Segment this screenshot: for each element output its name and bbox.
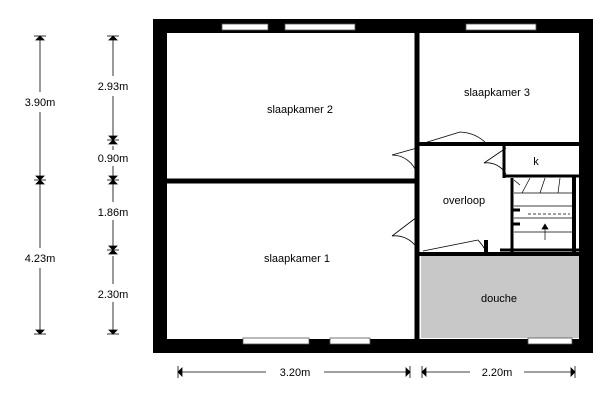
dim-bottom-1: 3.20m	[280, 367, 311, 379]
dimension-left-outer	[34, 35, 46, 335]
dim-bottom-2: 2.20m	[482, 367, 513, 379]
staircase	[512, 177, 572, 240]
room-label-bedroom3: slaapkamer 3	[464, 87, 530, 99]
dim-left-inner-3: 1.86m	[98, 207, 129, 219]
interior-walls	[167, 32, 580, 340]
shower-floor	[421, 254, 579, 338]
dim-left-outer-2: 4.23m	[25, 253, 56, 265]
dim-left-inner-1: 2.93m	[98, 81, 129, 93]
dimension-left-inner	[107, 35, 119, 335]
room-label-closet: k	[533, 156, 539, 168]
outer-walls	[153, 19, 593, 353]
room-label-landing: overloop	[443, 195, 485, 207]
doors	[391, 131, 507, 252]
room-label-shower: douche	[481, 293, 517, 305]
windows	[221, 23, 573, 345]
room-label-bedroom1: slaapkamer 1	[264, 253, 330, 265]
room-label-bedroom2: slaapkamer 2	[267, 104, 333, 116]
dim-left-outer-1: 3.90m	[25, 97, 56, 109]
dim-left-inner-2: 0.90m	[98, 153, 129, 165]
dim-left-inner-4: 2.30m	[98, 289, 129, 301]
dimension-bottom	[177, 366, 576, 378]
